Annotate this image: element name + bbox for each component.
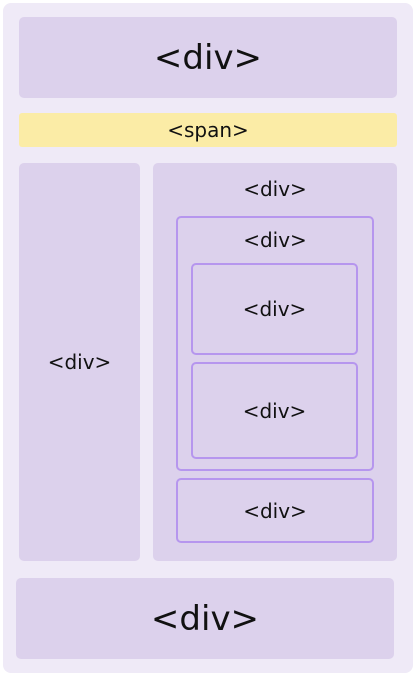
- outlined-group-div: <div>: [176, 216, 374, 471]
- span-element: <span>: [19, 113, 397, 147]
- bottom-outlined-div: <div>: [176, 478, 374, 543]
- inner-box-1-label: <div>: [242, 297, 307, 321]
- inner-box-1-div: <div>: [191, 263, 358, 355]
- inner-box-2-label: <div>: [242, 398, 307, 423]
- bottom-outlined-label: <div>: [243, 498, 307, 523]
- header-div: <div>: [19, 17, 397, 98]
- outlined-group-label: <div>: [243, 228, 307, 252]
- span-element-label: <span>: [167, 118, 249, 142]
- right-panel-label: <div>: [243, 177, 307, 201]
- header-div-label: <div>: [153, 37, 263, 78]
- left-column-div: <div>: [19, 163, 140, 561]
- inner-box-2-div: <div>: [191, 362, 358, 459]
- footer-div: <div>: [16, 578, 394, 659]
- left-column-label: <div>: [47, 350, 112, 374]
- footer-div-label: <div>: [150, 598, 260, 639]
